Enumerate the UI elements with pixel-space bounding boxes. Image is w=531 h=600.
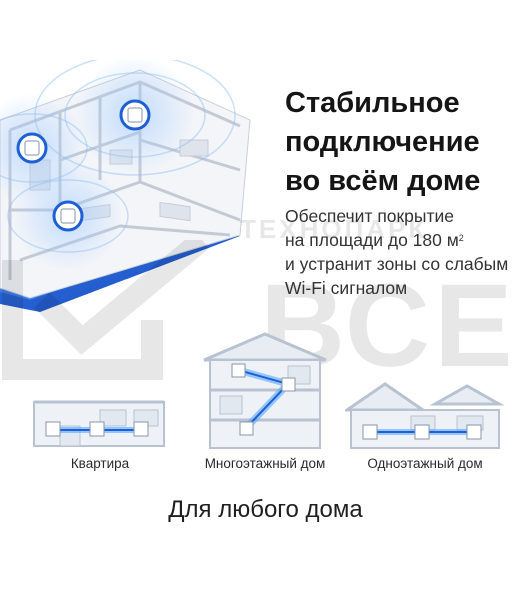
house-label-apartment: Квартира (70, 456, 130, 471)
headline-line-2: подключение (285, 126, 480, 158)
headline-line-3: во всём доме (285, 165, 481, 197)
description-line-1: Обеспечит покрытие (285, 206, 455, 226)
description-line-2-text: на площади до 180 м (285, 230, 459, 250)
headline: Стабильное подключение во всём доме (285, 84, 531, 201)
headline-line-1: Стабильное (285, 87, 460, 119)
router-node-icon (119, 99, 151, 131)
footer-caption: Для любого дома (168, 496, 363, 523)
house-label-multistory: Многоэтажный дом (204, 456, 326, 471)
description-line-3: и устранит зоны со слабым (285, 254, 509, 274)
area-unit-superscript: 2 (458, 233, 464, 243)
apartment-icon (30, 390, 170, 454)
house-label-single-story: Одноэтажный дом (367, 456, 483, 471)
floor-plan-illustration (0, 54, 260, 320)
description-line-4: Wi-Fi сигналом (285, 278, 408, 298)
description: Обеспечит покрытие на площади до 180 м2 … (285, 204, 531, 300)
single-story-house-icon (342, 376, 505, 454)
description-line-2: на площади до 180 м2 (285, 228, 531, 252)
house-types: Квартира Многоэтажный дом (0, 330, 531, 480)
multistory-house-icon (200, 330, 330, 454)
